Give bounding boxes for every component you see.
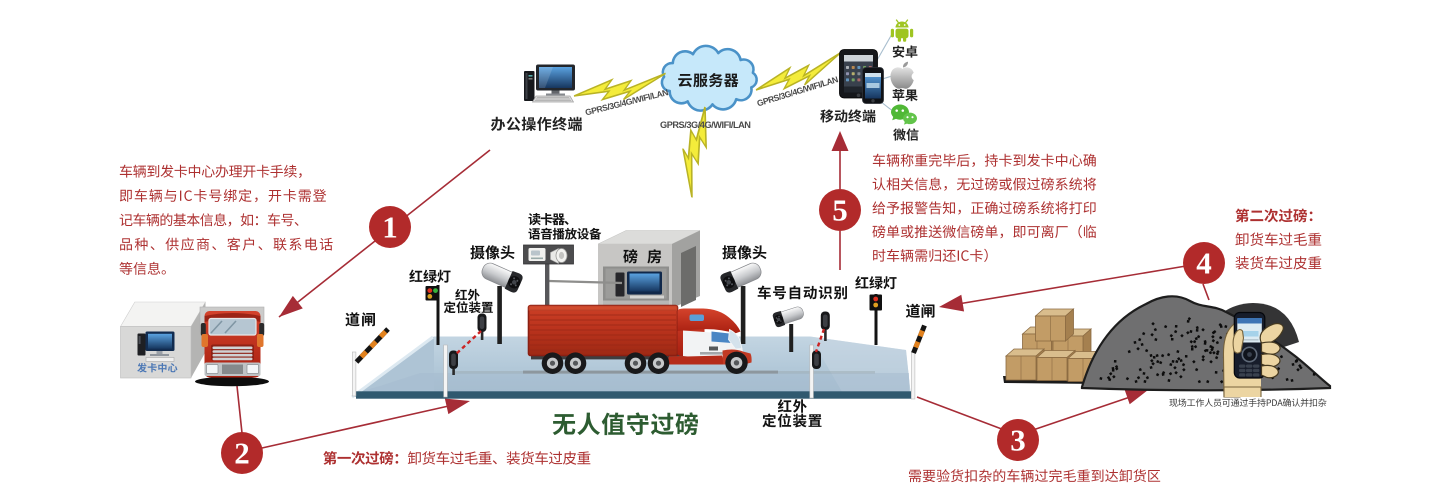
svg-text:3: 3	[1010, 423, 1026, 458]
svg-text:1: 1	[382, 210, 398, 245]
svg-text:2: 2	[234, 436, 250, 471]
svg-text:4: 4	[1196, 246, 1212, 281]
svg-text:GPRS/3G/4G/WIFI/LAN: GPRS/3G/4G/WIFI/LAN	[660, 120, 751, 130]
svg-text:5: 5	[832, 193, 848, 228]
